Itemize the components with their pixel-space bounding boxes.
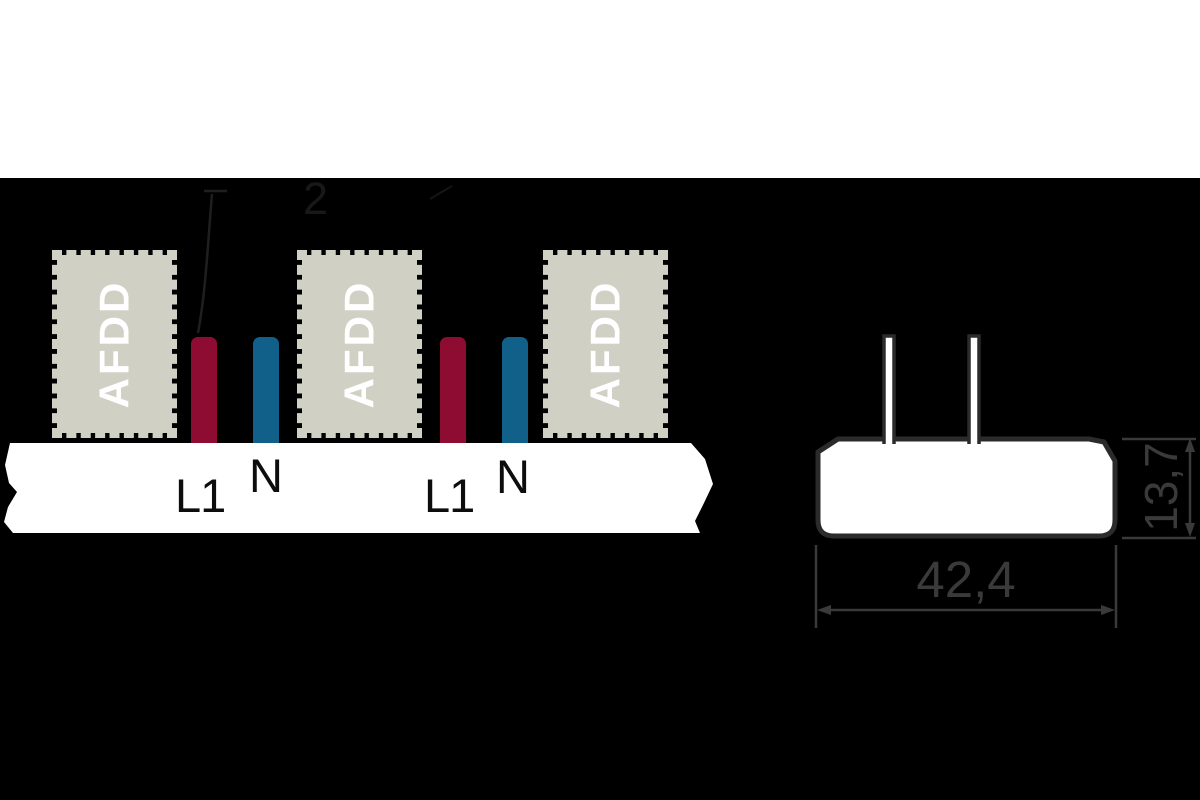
terminal-label-n-2: N (496, 450, 530, 503)
terminal-label-l1-2: L1 (424, 469, 475, 522)
neutral-bar-blue-1 (253, 337, 279, 443)
height-dimension-lines (1122, 437, 1196, 540)
height-dimension: 13,7 (1122, 437, 1196, 540)
busbar-strip (4, 443, 713, 533)
width-dimension-value: 42,4 (916, 551, 1015, 608)
phase-bar-red-1 (191, 337, 217, 443)
afdd-module-2: AFDD (297, 250, 422, 438)
arrow-down-icon (1185, 523, 1195, 537)
afdd-module-3: AFDD (543, 250, 668, 438)
width-dimension-lines (814, 545, 1118, 628)
neutral-bar-blue-2 (502, 337, 528, 443)
afdd-module-1: AFDD (52, 250, 177, 438)
top-white-band (0, 0, 1200, 178)
terminal-label-n-1: N (249, 449, 283, 502)
height-dimension-value: 13,7 (1135, 442, 1187, 532)
callout-leader-line (196, 189, 227, 334)
terminal-label-l1-1: L1 (175, 469, 226, 522)
arrow-up-icon (1185, 438, 1195, 452)
phase-bar-red-2 (440, 337, 466, 443)
width-dimension: 42,4 (814, 545, 1118, 628)
arrow-right-icon (1101, 605, 1115, 615)
contact-pin-2 (967, 334, 981, 444)
arrow-left-icon (817, 605, 831, 615)
callout-leader-mark (429, 185, 453, 200)
cross-section-body (815, 436, 1118, 539)
callout-number-2: 2 (303, 173, 329, 224)
contact-pin-1 (882, 334, 896, 444)
